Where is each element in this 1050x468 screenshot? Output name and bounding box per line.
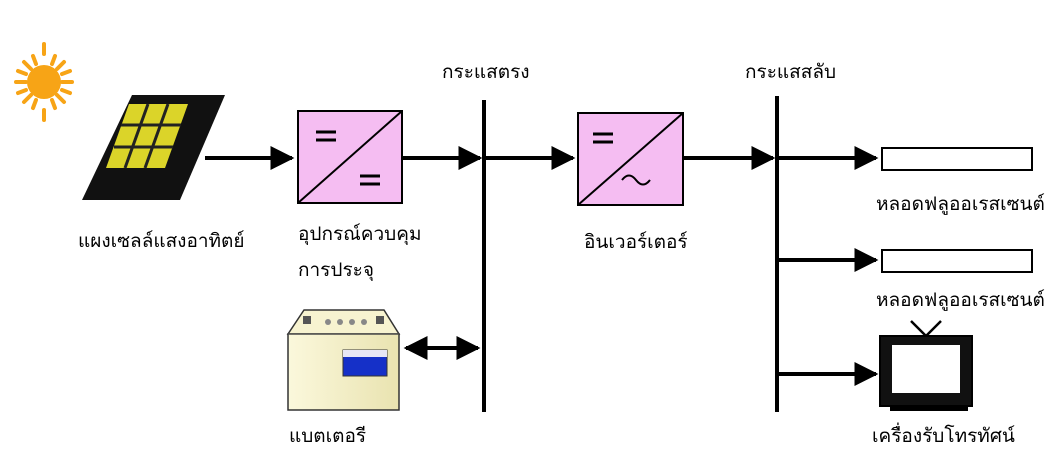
- television-icon: [879, 320, 973, 411]
- charge-controller-box: [297, 110, 403, 204]
- dc-symbol-icon: [316, 130, 336, 142]
- ac-bus-label: กระแสสลับ: [745, 61, 837, 83]
- fluorescent-lamp-2-icon: [881, 249, 1033, 273]
- solar-panel-icon: [82, 95, 225, 200]
- inverter-box: [577, 112, 684, 206]
- sun-icon: [14, 42, 74, 122]
- fluorescent-lamp-1-icon: [881, 147, 1033, 171]
- fluorescent-lamp-2-label: หลอดฟลูออเรสเซนต์: [876, 289, 1045, 311]
- ac-symbol-icon: [621, 174, 651, 186]
- charge-controller-label-line1: อุปกรณ์ควบคุม: [298, 223, 422, 245]
- battery-label: แบตเตอรี: [289, 425, 367, 447]
- charge-controller-label-line2: การประจุ: [298, 259, 374, 281]
- dc-symbol-icon: [360, 174, 380, 186]
- battery-icon: [286, 309, 401, 411]
- fluorescent-lamp-1-label: หลอดฟลูออเรสเซนต์: [876, 193, 1045, 215]
- television-label: เครื่องรับโทรทัศน์: [872, 425, 1015, 447]
- dc-symbol-icon: [593, 132, 613, 144]
- inverter-label: อินเวอร์เตอร์: [584, 231, 688, 253]
- solar-panel-label: แผงเซลล์แสงอาทิตย์: [78, 230, 245, 252]
- dc-bus-label: กระแสตรง: [442, 61, 530, 83]
